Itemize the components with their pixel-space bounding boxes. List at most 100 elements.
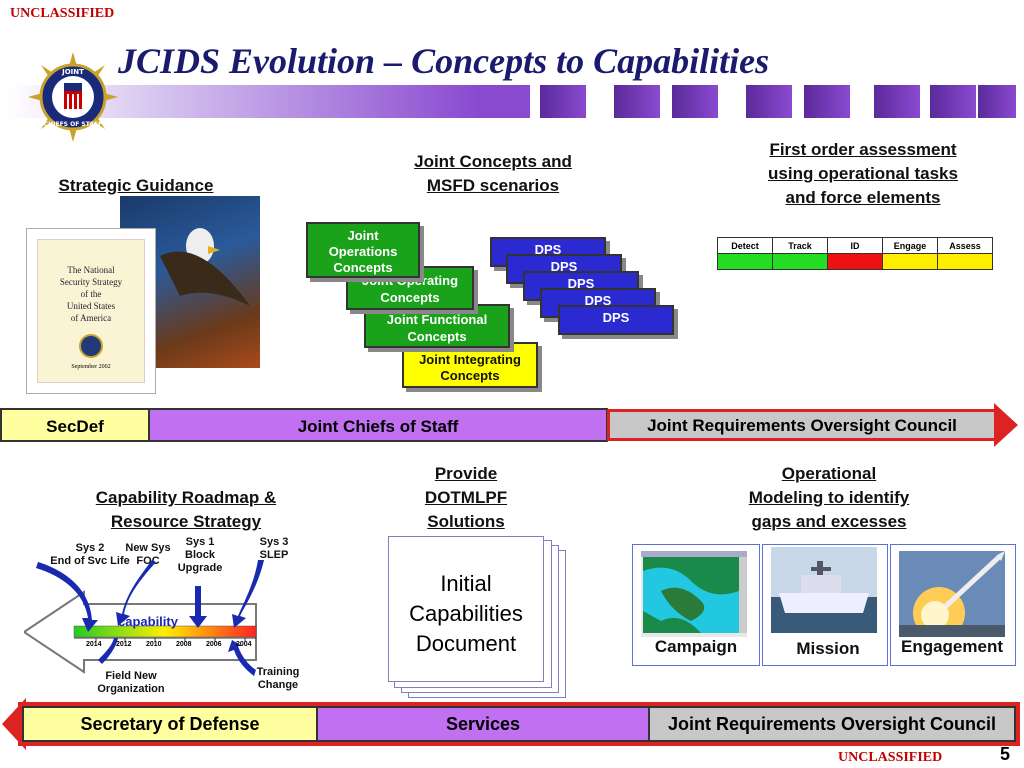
- label-sys3: Sys 3 SLEP: [246, 536, 302, 562]
- label-line: New Sys: [125, 542, 171, 554]
- year-label: 2012: [116, 641, 132, 648]
- assessment-col-engage: Engage: [882, 237, 938, 254]
- initial-capabilities-document: Initial Capabilities Document: [388, 536, 544, 682]
- card-line: Joint Integrating: [419, 352, 521, 367]
- year-label: 2014: [86, 641, 102, 648]
- nss-document: The National Security Strategy of the Un…: [26, 228, 156, 394]
- page-title: JCIDS Evolution – Concepts to Capabiliti…: [118, 41, 770, 81]
- nss-line: Security Strategy: [59, 277, 123, 287]
- classification-bottom: UNCLASSIFIED: [838, 750, 943, 765]
- timeline-jroc-bottom: Joint Requirements Oversight Council: [648, 706, 1016, 742]
- label-line: SLEP: [259, 549, 289, 561]
- engagement-panel: Engagement: [890, 544, 1016, 666]
- campaign-map-image: [641, 551, 747, 637]
- header-block: [804, 85, 850, 118]
- assessment-col-track: Track: [772, 237, 828, 254]
- label-line: Sys 1: [185, 536, 215, 548]
- heading-line: Modeling to identify: [748, 488, 910, 507]
- label-line: Field New: [105, 670, 157, 682]
- assessment-col-detect: Detect: [717, 237, 773, 254]
- header-block: [874, 85, 920, 118]
- mission-panel: Mission: [762, 544, 888, 666]
- doc-line: Capabilities: [409, 601, 523, 626]
- nss-date: September 2002: [71, 364, 111, 370]
- assessment-heading: First order assessment using operational…: [738, 138, 988, 210]
- capability-label: capability: [118, 614, 178, 629]
- dps-card: DPS: [558, 305, 674, 335]
- card-line: Concepts: [407, 329, 467, 344]
- status-cell: [717, 253, 773, 270]
- card-line: Joint: [347, 228, 379, 243]
- year-label: 2008: [176, 641, 192, 648]
- campaign-caption: Campaign: [654, 637, 738, 656]
- timeline-secretary-of-defense: Secretary of Defense: [22, 706, 318, 742]
- header-block: [746, 85, 792, 118]
- card-line: Concepts: [333, 260, 393, 275]
- label-line: Change: [257, 679, 299, 691]
- nss-line: of the: [80, 289, 102, 299]
- modeling-heading: Operational Modeling to identify gaps an…: [714, 462, 944, 534]
- nss-line: of America: [70, 313, 112, 323]
- timeline-jroc-label: Joint Requirements Oversight Council: [647, 416, 957, 435]
- dotmlpf-heading: Provide DOTMLPF Solutions: [400, 462, 532, 534]
- engagement-missile-image: [899, 551, 1005, 637]
- heading-line: using operational tasks: [768, 164, 958, 183]
- joint-integrating-concepts-card: Joint Integrating Concepts: [402, 342, 538, 388]
- joint-operations-concepts-card: Joint Operations Concepts: [306, 222, 420, 278]
- roadmap-heading: Capability Roadmap & Resource Strategy: [60, 486, 312, 534]
- heading-line: and force elements: [785, 188, 941, 207]
- header-block: [978, 85, 1016, 118]
- status-cell: [827, 253, 883, 270]
- label-line: Upgrade: [177, 562, 223, 574]
- header-block: [614, 85, 660, 118]
- header-block: [540, 85, 586, 118]
- campaign-panel: Campaign: [632, 544, 760, 666]
- card-line: Concepts: [440, 368, 500, 383]
- assessment-col-assess: Assess: [937, 237, 993, 254]
- presidential-seal-icon: [79, 334, 103, 358]
- timeline-jcs: Joint Chiefs of Staff: [148, 408, 608, 442]
- label-sys1: Sys 1 Block Upgrade: [170, 536, 230, 575]
- roadmap-diagram: [22, 560, 324, 680]
- nss-line: United States: [66, 301, 116, 311]
- heading-line: Capability Roadmap &: [95, 488, 277, 507]
- status-cell: [937, 253, 993, 270]
- doc-line: Document: [415, 631, 517, 656]
- label-line: Sys 2: [75, 542, 105, 554]
- classification-top: UNCLASSIFIED: [10, 6, 115, 21]
- nss-line: The National: [67, 265, 115, 275]
- status-cell: [882, 253, 938, 270]
- label-training-change: Training Change: [248, 666, 308, 692]
- header-block: [930, 85, 976, 118]
- label-field-new-org: Field New Organization: [86, 670, 176, 696]
- year-label: 2010: [146, 641, 162, 648]
- header-bar-segment: [478, 85, 530, 118]
- label-line: Sys 3: [259, 536, 289, 548]
- label-line: Block: [185, 549, 215, 561]
- card-line: Concepts: [380, 290, 440, 305]
- doc-line: Initial: [440, 571, 492, 596]
- timeline-services: Services: [316, 706, 650, 742]
- timeline-jroc-arrow: [606, 402, 1020, 448]
- engagement-caption: Engagement: [900, 637, 1004, 656]
- status-cell: [772, 253, 828, 270]
- year-label: 2004: [236, 641, 252, 648]
- year-label: 2006: [206, 641, 222, 648]
- heading-line: Operational: [781, 464, 877, 483]
- jcs-seal-logo: JOINT CHIEFS OF STAFF: [26, 50, 120, 144]
- card-line: Joint Functional: [386, 312, 488, 327]
- svg-text:CHIEFS OF STAFF: CHIEFS OF STAFF: [44, 121, 102, 128]
- mission-caption: Mission: [796, 639, 860, 658]
- strategic-guidance-heading: Strategic Guidance: [58, 176, 214, 195]
- joint-functional-concepts-card: Joint Functional Concepts: [364, 304, 510, 348]
- heading-line: MSFD scenarios: [426, 176, 560, 195]
- heading-line: First order assessment: [769, 140, 957, 159]
- assessment-table: Detect Track ID Engage Assess: [717, 237, 993, 270]
- heading-line: Joint Concepts and: [414, 152, 572, 171]
- heading-line: DOTMLPF: [424, 488, 508, 507]
- label-sys2: Sys 2 End of Svc Life: [28, 542, 152, 568]
- label-line: Organization: [97, 683, 165, 695]
- heading-line: gaps and excesses: [751, 512, 907, 531]
- page-number: 5: [1000, 744, 1011, 764]
- card-line: Operations: [328, 244, 398, 259]
